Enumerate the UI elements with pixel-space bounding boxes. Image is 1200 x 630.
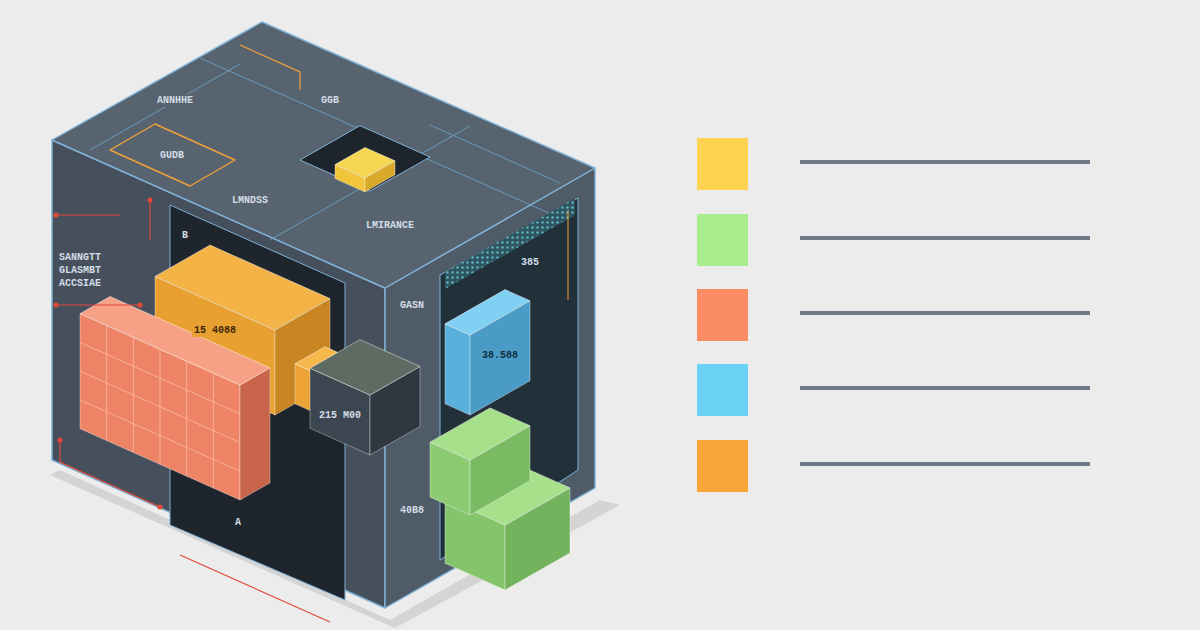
part-label: ANNHHE [155,94,195,107]
part-label: LMNDSS [230,194,270,207]
part-label: GUDB [158,149,186,162]
panel-line [200,58,560,218]
part-label: LMIRANCE [364,219,416,232]
part-label: 15 4088 [192,324,238,337]
key-panel [697,138,1090,492]
slate-block-top [310,340,420,395]
top-outline [110,124,235,186]
slate-block [310,340,420,455]
leader-dot [57,437,62,442]
yellow-block-top [335,147,395,178]
leader-line [56,304,140,305]
leader-dot [137,302,142,307]
leader-dot [157,504,162,509]
leader-line [56,214,120,215]
yellow-block [335,147,395,192]
green-block [430,408,530,515]
salmon-block-right [240,368,270,500]
cube-top-face [52,22,595,288]
leader-dot [53,302,58,307]
blue-block [445,290,530,415]
grid-line [80,400,240,471]
placeholder-line [800,236,1090,240]
part-label: 385 [519,256,541,269]
part-label: A [233,516,243,529]
orange-block-top [155,245,330,330]
leader-line [568,210,569,300]
panel-line [270,126,470,240]
placeholder-line [800,386,1090,390]
part-label: 38.588 [480,349,520,362]
color-swatch [697,440,748,492]
placeholder-line [800,160,1090,164]
leader-line [149,200,150,240]
leader-line [60,440,160,507]
grid-line [80,371,240,442]
salmon-block [80,297,270,500]
salmon-block-top [80,297,270,385]
blue-block-left [445,324,470,415]
part-label: 40B8 [398,504,426,517]
placeholder-line [800,462,1090,466]
part-label: GASN [398,299,426,312]
part-label: GGB [319,94,341,107]
color-swatch [697,364,748,416]
green-block-top [430,408,530,460]
mesh-band [445,198,575,289]
top-hole [300,126,430,191]
color-swatch [697,138,748,190]
color-swatch [697,289,748,341]
cube [50,22,620,628]
part-label: B [180,229,190,242]
part-label: 215 M00 [317,409,363,422]
leader-dot [53,212,58,217]
leader-dot [147,197,152,202]
placeholder-line [800,311,1090,315]
leader-line [240,45,300,90]
part-label: SANNGTT GLASMBT ACCSIAE [57,251,133,290]
color-swatch [697,214,748,266]
grid-line [80,342,240,413]
panel-line [430,125,560,183]
blue-block-top [445,290,530,335]
panel-line [90,64,240,150]
leader-line [180,555,330,622]
